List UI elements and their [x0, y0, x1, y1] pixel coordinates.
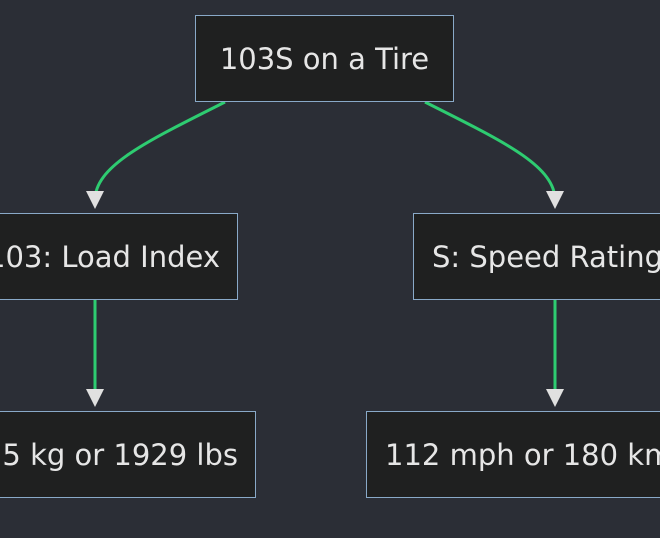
node-root: 103S on a Tire	[195, 15, 454, 102]
node-speed: 112 mph or 180 km/h	[366, 411, 660, 498]
node-speed-rating-label: S: Speed Rating	[432, 239, 660, 274]
node-speed-rating: S: Speed Rating	[413, 213, 660, 300]
node-root-label: 103S on a Tire	[219, 41, 430, 76]
node-weight-label: 875 kg or 1929 lbs	[0, 437, 238, 472]
node-speed-label: 112 mph or 180 km/h	[385, 437, 660, 472]
node-weight: 875 kg or 1929 lbs	[0, 411, 256, 498]
node-load-index-label: 103: Load Index	[0, 239, 220, 274]
node-load-index: 103: Load Index	[0, 213, 238, 300]
edge-root-to-speed-rating	[424, 100, 564, 209]
edge-root-to-load-index	[86, 100, 226, 209]
